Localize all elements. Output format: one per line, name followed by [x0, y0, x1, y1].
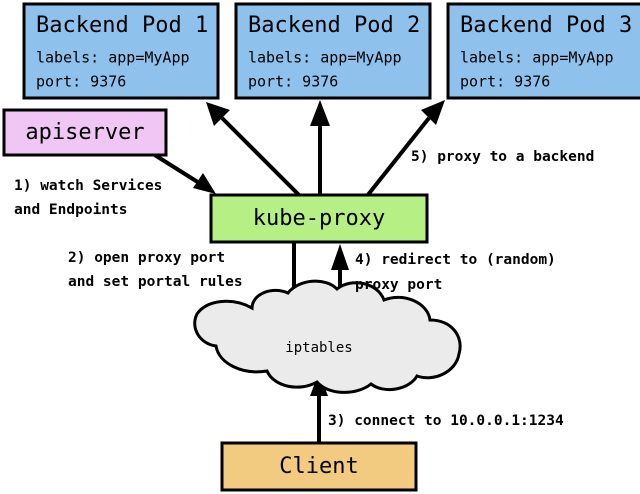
- kube-proxy-box[interactable]: [209, 193, 429, 244]
- backend-pod-1-box[interactable]: [22, 2, 220, 100]
- apiserver-box[interactable]: [2, 108, 168, 157]
- kube-proxy-title: kube-proxy: [253, 206, 385, 231]
- step-2-line-1: 2) open proxy port: [68, 250, 225, 266]
- node-iptables[interactable]: iptables: [193, 279, 462, 394]
- backend-pod-2-box[interactable]: [234, 2, 432, 100]
- step-4-line-2: proxy port: [355, 277, 442, 293]
- edge-kubeproxy-to-pod1: [206, 102, 302, 198]
- backend-pod-2-port: port: 9376: [248, 73, 338, 91]
- backend-pod-1-title: Backend Pod 1: [36, 13, 208, 38]
- step-label-2: 2) open proxy port and set portal rules: [68, 250, 243, 290]
- step-4-line-1: 4) redirect to (random): [355, 252, 556, 268]
- step-label-4: 4) redirect to (random) proxy port: [355, 252, 556, 293]
- step-1-line-1: 1) watch Services: [14, 178, 162, 194]
- backend-pod-3-title: Backend Pod 3: [460, 13, 632, 38]
- backend-pod-1-labels: labels: app=MyApp: [36, 49, 190, 67]
- client-title: Client: [279, 454, 358, 479]
- backend-pod-2-labels: labels: app=MyApp: [248, 49, 402, 67]
- node-client[interactable]: Client: [220, 441, 418, 492]
- step-2-line-2: and set portal rules: [68, 274, 243, 290]
- step-label-1: 1) watch Services and Endpoints: [14, 178, 162, 218]
- step-1-line-2: and Endpoints: [14, 202, 128, 218]
- edge-apiserver-to-kubeproxy: [148, 150, 216, 194]
- step-3-line-1: 3) connect to 10.0.0.1:1234: [328, 413, 564, 429]
- client-box[interactable]: [220, 441, 418, 492]
- node-kube-proxy[interactable]: kube-proxy: [209, 193, 429, 244]
- edge-kubeproxy-to-pod3: [365, 100, 445, 198]
- backend-pod-3-labels: labels: app=MyApp: [460, 49, 614, 67]
- backend-pod-3-port: port: 9376: [460, 73, 550, 91]
- apiserver-title: apiserver: [25, 120, 144, 145]
- step-5-line-1: 5) proxy to a backend: [411, 149, 594, 165]
- node-backend-pod-3[interactable]: Backend Pod 3 labels: app=MyApp port: 93…: [446, 2, 640, 100]
- step-label-5: 5) proxy to a backend: [411, 149, 594, 165]
- iptables-cloud-shape[interactable]: [193, 279, 462, 394]
- node-apiserver[interactable]: apiserver: [2, 108, 168, 157]
- step-label-3: 3) connect to 10.0.0.1:1234: [328, 413, 564, 429]
- backend-pod-3-box[interactable]: [446, 2, 640, 100]
- node-backend-pod-2[interactable]: Backend Pod 2 labels: app=MyApp port: 93…: [234, 2, 432, 100]
- backend-pod-1-port: port: 9376: [36, 73, 126, 91]
- node-backend-pod-1[interactable]: Backend Pod 1 labels: app=MyApp port: 93…: [22, 2, 220, 100]
- edge-kubeproxy-to-pod2: [310, 100, 330, 196]
- iptables-title: iptables: [285, 340, 352, 356]
- backend-pod-2-title: Backend Pod 2: [248, 13, 420, 38]
